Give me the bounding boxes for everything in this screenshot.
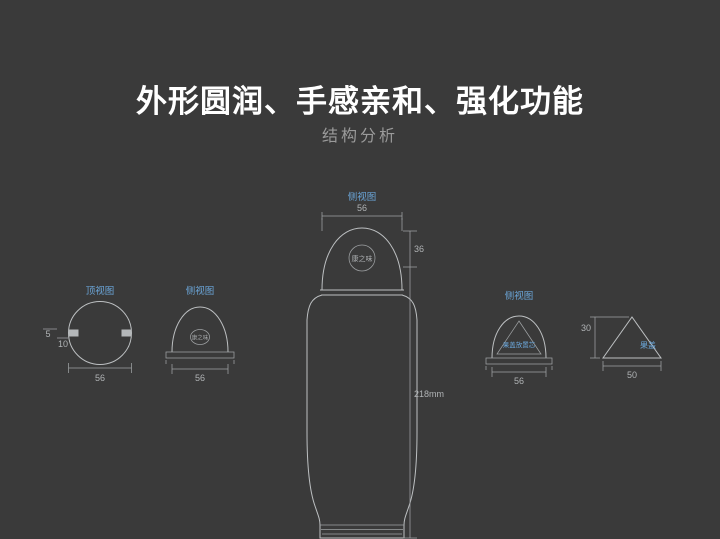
fruit-cap-triangle [602, 316, 662, 359]
cap-side-dome [171, 306, 229, 353]
cap-side-width-dimline [171, 364, 229, 374]
bottle-view-label: 侧视图 [348, 191, 377, 203]
top-view-right-notch [121, 329, 132, 337]
fruit-cap-view: 30 果盖 50 [581, 316, 662, 380]
bottle-view: 侧视图 56 康之味 36 218mm [306, 191, 444, 539]
fruit-cap-height-dim: 30 [581, 323, 591, 333]
cap-section-label: 侧视图 [505, 290, 534, 302]
brand-logo [190, 329, 210, 345]
brand-logo-text: 康之味 [192, 334, 209, 342]
notch-depth-dim: 5 [45, 329, 50, 339]
cap-side-flange [165, 351, 235, 359]
notch-width-dim: 10 [58, 339, 68, 349]
fruit-cap-extlines [590, 316, 629, 359]
fruit-cap-label: 果盖 [640, 340, 656, 350]
cap-side-width-dim: 56 [195, 373, 205, 383]
bottle-cap-height-dim: 36 [414, 244, 424, 254]
cap-side-view: 侧视图 康之味 56 [165, 285, 235, 383]
cap-section-view: 侧视图 果盖放置芯 56 [485, 290, 553, 386]
bottle-cap-dome [321, 227, 403, 291]
brand-logo-text: 康之味 [352, 254, 373, 263]
cap-section-dome [491, 315, 547, 359]
bottle-top-extlines [321, 218, 403, 231]
page-subtitle: 结构分析 [321, 128, 398, 145]
cap-section-width-dimline [491, 367, 547, 377]
brand-logo [348, 244, 376, 272]
bottle-body [306, 294, 418, 539]
cap-section-inner-triangle [496, 320, 542, 355]
fruit-cap-width-dim: 50 [627, 370, 637, 380]
page-title: 外形圆润、手感亲和、强化功能 [136, 84, 584, 119]
top-view-left-notch [68, 329, 79, 337]
cap-section-inner-label: 果盖放置芯 [503, 340, 536, 349]
top-view-width-dim: 56 [95, 373, 105, 383]
cap-section-flange [485, 357, 553, 365]
bottle-top-width-dim: 56 [357, 203, 367, 213]
cap-side-end-ticks [165, 360, 235, 364]
fruit-cap-width-dimline [602, 361, 662, 371]
bottle-top-dimline [321, 212, 403, 220]
cap-section-width-dim: 56 [514, 376, 524, 386]
bottle-height-ticks [403, 230, 417, 539]
top-view-width-dimline [68, 363, 132, 373]
cap-section-end-ticks [485, 366, 553, 370]
cap-side-label: 侧视图 [186, 285, 215, 297]
top-view: 顶视图 5 10 56 [43, 285, 132, 383]
bottle-total-height-dim: 218mm [414, 389, 444, 399]
bottle-foot-ridges [320, 524, 404, 535]
top-view-label: 顶视图 [86, 285, 115, 297]
